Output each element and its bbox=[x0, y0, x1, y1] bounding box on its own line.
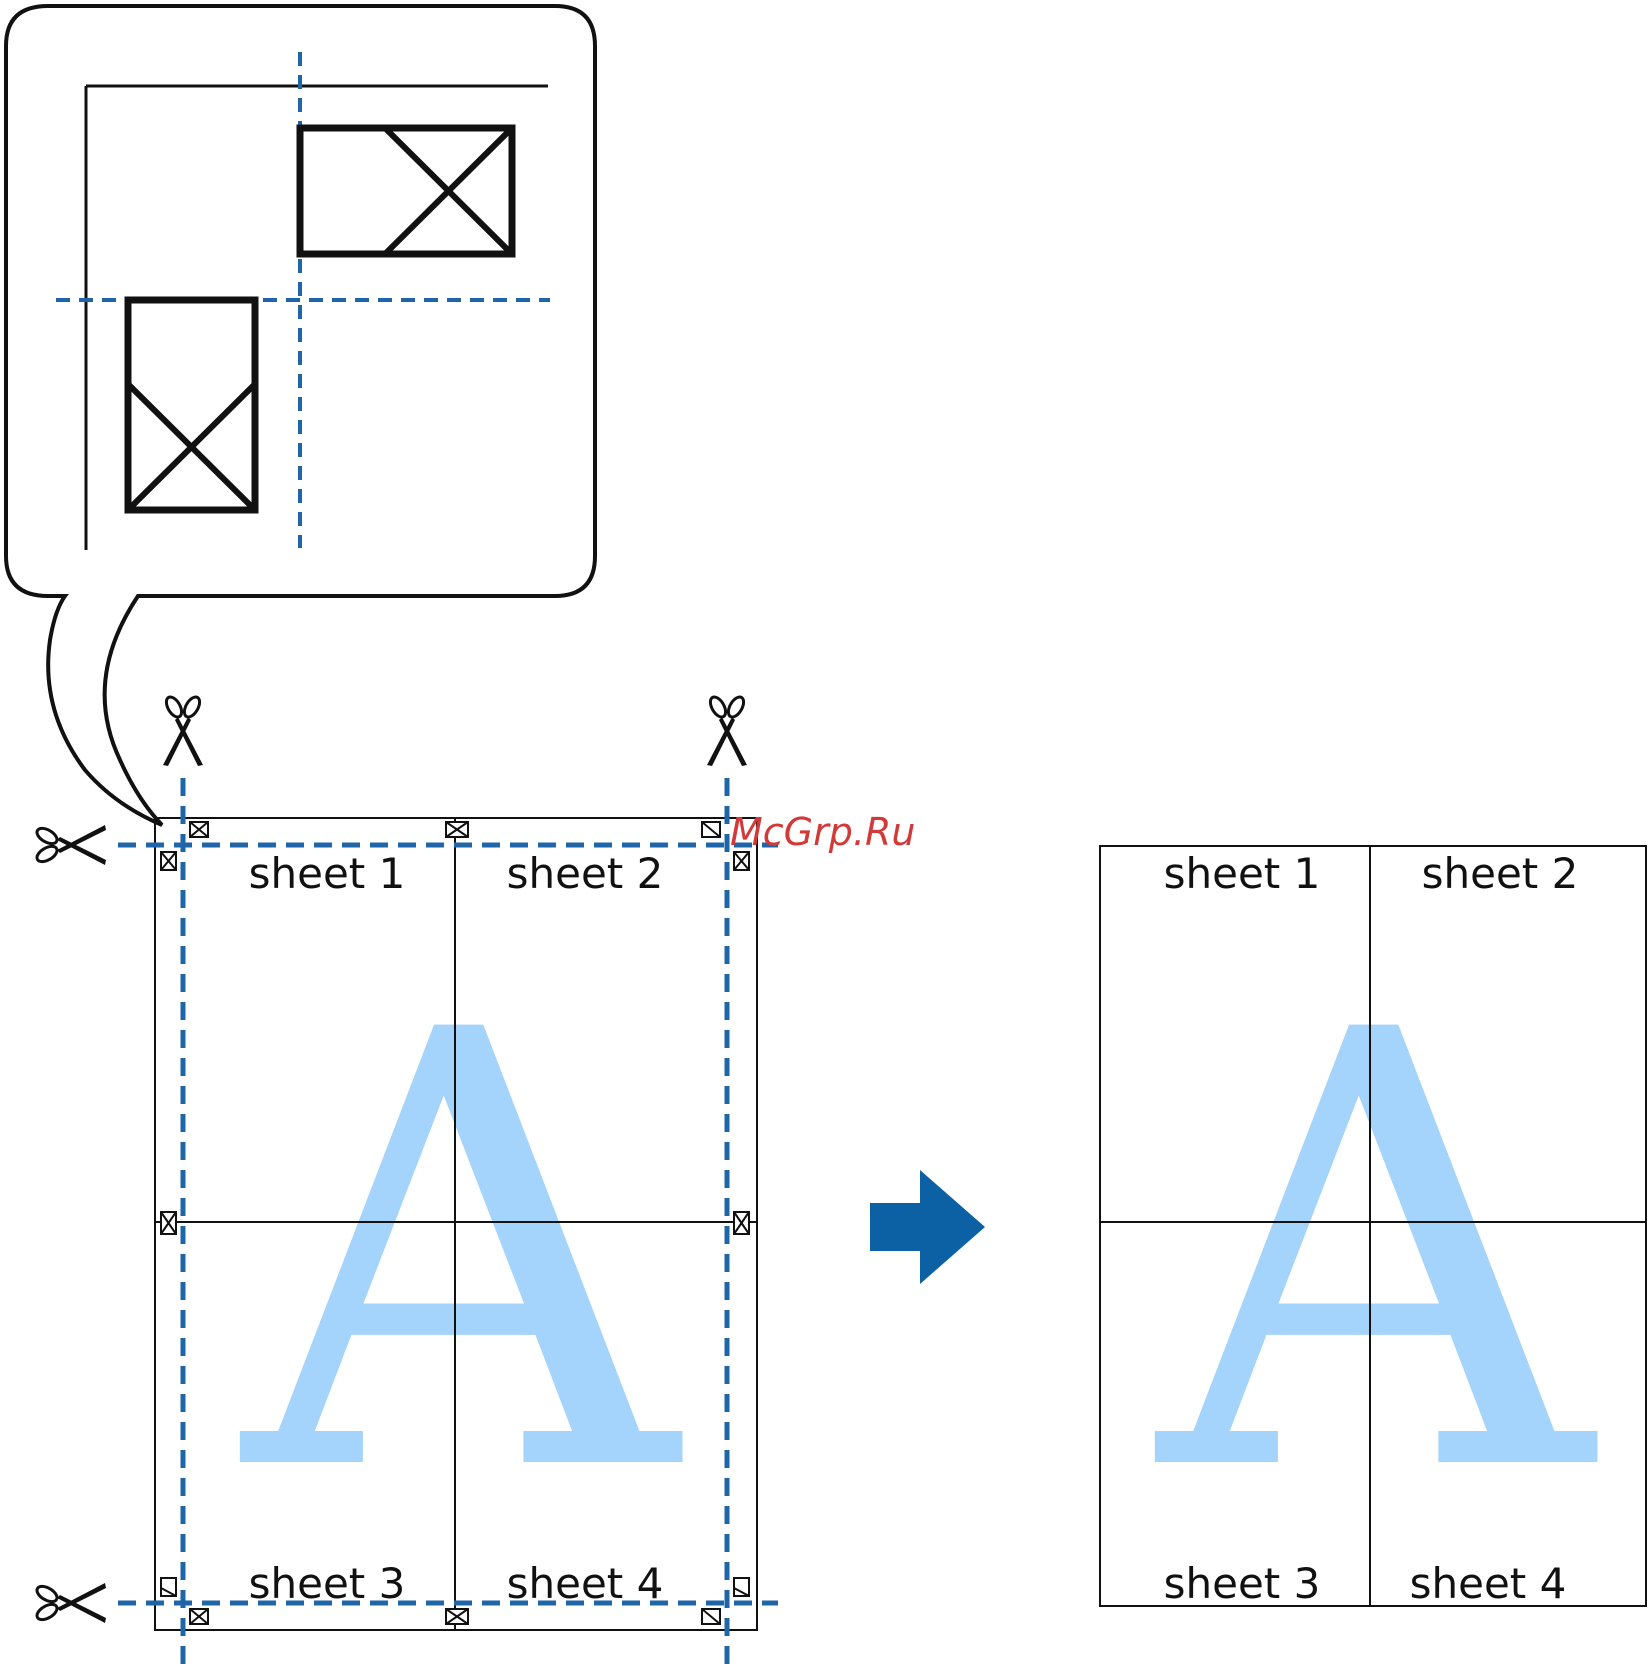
arrow-right-icon bbox=[870, 1170, 985, 1284]
watermark-letter-after: A bbox=[1149, 905, 1599, 1604]
crop-mark-icon bbox=[702, 1609, 720, 1624]
after-sheet-4-label: sheet 4 bbox=[1410, 1559, 1567, 1608]
crop-mark-icon bbox=[734, 1212, 749, 1234]
crop-mark-icon-large-left bbox=[128, 300, 255, 510]
crop-mark-icon bbox=[446, 822, 468, 837]
scissors-icon-left-top bbox=[34, 825, 106, 865]
before-sheet-1-label: sheet 1 bbox=[249, 849, 406, 898]
crop-mark-icon bbox=[161, 1578, 176, 1596]
after-sheet-3-label: sheet 3 bbox=[1164, 1559, 1321, 1608]
scissors-icon-top-right bbox=[707, 694, 747, 766]
before-page: A sheet 1 sheet 2 sheet 3 sheet 4 bbox=[34, 694, 915, 1668]
scissors-icon-left-bottom bbox=[34, 1583, 106, 1623]
before-sheet-2-label: sheet 2 bbox=[507, 849, 664, 898]
crop-mark-icon bbox=[446, 1609, 468, 1624]
after-sheet-2-label: sheet 2 bbox=[1422, 849, 1579, 898]
brand-watermark: McGrp.Ru bbox=[730, 810, 915, 854]
crop-mark-icon bbox=[734, 852, 749, 870]
crop-mark-icon bbox=[161, 1212, 176, 1234]
scissors-icon-top-left bbox=[163, 694, 203, 766]
crop-mark-icon bbox=[161, 852, 176, 870]
crop-mark-icon bbox=[702, 822, 720, 837]
crop-mark-icon bbox=[190, 1609, 208, 1624]
crop-mark-icon bbox=[734, 1578, 749, 1596]
crop-mark-icon-large-top bbox=[300, 128, 512, 254]
watermark-letter-before: A bbox=[234, 905, 684, 1604]
crop-mark-icon bbox=[190, 822, 208, 837]
callout-bubble bbox=[6, 6, 595, 825]
after-page: A sheet 1 sheet 2 sheet 3 sheet 4 bbox=[1100, 846, 1646, 1608]
after-sheet-1-label: sheet 1 bbox=[1164, 849, 1321, 898]
